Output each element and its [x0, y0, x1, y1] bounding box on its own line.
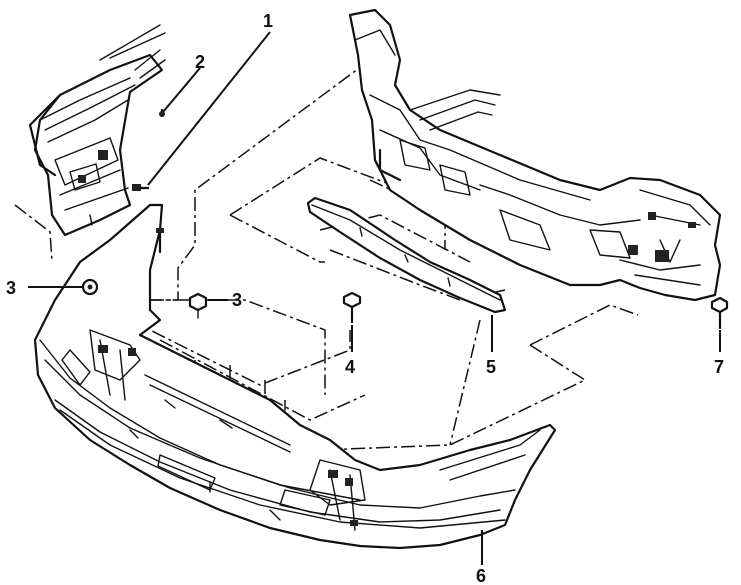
callout-labels: 1 2 3 3 4 5 6 7	[6, 11, 724, 585]
callout-2: 2	[195, 52, 205, 72]
bolt-icon	[159, 108, 165, 118]
reinforcement-bar	[306, 196, 507, 314]
bolt-icon	[156, 228, 164, 254]
fasteners	[81, 108, 729, 330]
leader-lines	[28, 31, 721, 565]
callout-6: 6	[476, 566, 486, 585]
radiator-support-frame	[348, 8, 722, 302]
callout-1: 1	[263, 11, 273, 31]
callout-3-left: 3	[6, 278, 16, 298]
bolt-icon	[342, 291, 362, 324]
callout-7: 7	[714, 357, 724, 377]
callout-4: 4	[345, 357, 355, 377]
bolt-icon	[132, 184, 150, 191]
clip-nut-icon	[81, 278, 99, 296]
bumper-cover	[33, 203, 557, 550]
left-fender-bracket	[28, 24, 166, 237]
bolt-icon	[710, 296, 729, 330]
callout-3-center: 3	[232, 290, 242, 310]
callout-5: 5	[486, 357, 496, 377]
clip-nut-icon	[188, 292, 208, 319]
